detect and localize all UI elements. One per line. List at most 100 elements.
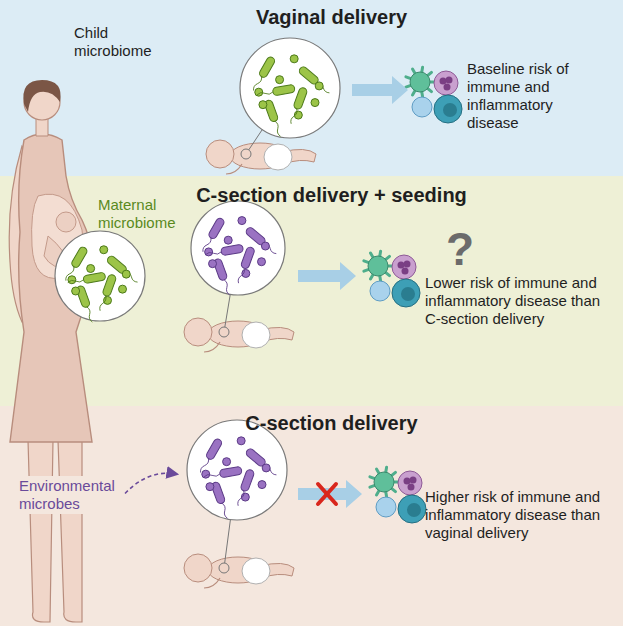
shape — [444, 84, 451, 91]
sample-spot — [219, 563, 229, 573]
shape — [242, 322, 270, 348]
shape — [370, 467, 399, 497]
band-heading: Vaginal delivery — [40, 6, 623, 29]
callout-label: Environmental microbes — [16, 476, 124, 514]
shape — [102, 274, 117, 297]
shape — [446, 77, 453, 84]
leader-line — [225, 520, 231, 563]
shape — [206, 140, 234, 168]
bacterium — [100, 246, 108, 254]
shape — [440, 78, 447, 85]
shape — [204, 578, 220, 588]
bacterium — [205, 244, 244, 258]
shape — [412, 97, 432, 117]
shape — [237, 268, 245, 284]
bacterium — [235, 246, 256, 284]
shape — [364, 251, 393, 281]
shape — [392, 279, 420, 307]
bacterium — [259, 101, 267, 109]
shape — [204, 342, 220, 352]
bacterium — [68, 276, 76, 284]
shape — [293, 87, 308, 110]
bacterium — [276, 76, 284, 84]
shape — [402, 268, 409, 275]
bacterium — [290, 55, 298, 63]
shape — [392, 255, 416, 279]
shape — [406, 67, 435, 97]
shape — [272, 84, 295, 96]
risk-note: Higher risk of immune and inflammatory d… — [425, 488, 611, 542]
bacterium — [223, 458, 231, 466]
shape — [99, 295, 107, 311]
immune-cells — [406, 67, 462, 123]
shape — [70, 246, 88, 269]
shape — [258, 56, 276, 79]
shape — [290, 108, 298, 124]
callout-label: Maternal microbiome — [98, 196, 194, 232]
leader-line — [225, 294, 230, 327]
shape — [184, 554, 212, 582]
shape — [274, 121, 282, 137]
bacterium — [87, 265, 95, 273]
microbiome-circle — [55, 231, 145, 321]
bacterium — [258, 481, 266, 489]
bacterium — [104, 296, 112, 304]
bacterium — [119, 285, 127, 293]
bacterium — [122, 270, 130, 278]
leader-line — [249, 130, 262, 150]
callout-label: Child microbiome — [74, 24, 170, 60]
shape — [219, 466, 242, 478]
shape — [226, 164, 242, 174]
shape — [434, 95, 462, 123]
shape — [404, 478, 411, 485]
sample-spot — [241, 149, 251, 159]
arrow — [298, 480, 362, 508]
risk-note: Baseline risk of immune and inflammatory… — [467, 60, 607, 132]
shape — [205, 438, 223, 461]
shape — [434, 71, 458, 95]
microbiome-circle — [191, 201, 285, 295]
bacterium — [315, 82, 323, 90]
arrow — [298, 262, 356, 290]
bacterium — [206, 483, 214, 491]
shape — [221, 503, 229, 519]
bacterium — [238, 217, 246, 225]
bacterium — [67, 272, 106, 286]
shape — [401, 287, 415, 301]
shape — [221, 244, 244, 256]
bacterium — [256, 84, 295, 98]
shape — [184, 318, 212, 346]
shape — [240, 246, 255, 269]
shape — [410, 477, 417, 484]
arrow — [352, 76, 408, 104]
infant — [184, 318, 294, 352]
shape — [240, 469, 255, 492]
shape — [257, 91, 273, 97]
question-mark: ? — [446, 222, 486, 276]
risk-note: Lower risk of immune and inflammatory di… — [425, 274, 611, 328]
dashed-arrow — [112, 473, 176, 510]
bacterium — [197, 438, 223, 475]
bacterium — [203, 466, 242, 480]
shape — [223, 279, 231, 295]
bacterium — [224, 236, 232, 244]
bacterium — [311, 99, 319, 107]
shape — [443, 103, 457, 117]
bacterium — [242, 269, 250, 277]
bacterium — [262, 464, 270, 472]
bacterium — [199, 217, 225, 254]
bacterium — [209, 260, 217, 268]
shape — [407, 503, 421, 517]
sample-spot — [219, 327, 229, 337]
shape — [370, 281, 390, 301]
microbiome-circle — [187, 420, 287, 520]
shape — [68, 278, 84, 284]
bacterium — [258, 258, 266, 266]
bacterium — [237, 437, 245, 445]
band-heading: C-section delivery — [40, 412, 623, 435]
mother-figure — [9, 80, 93, 622]
shape — [242, 558, 270, 584]
shape — [207, 217, 225, 240]
shape — [85, 306, 93, 322]
microbiome-circle — [240, 38, 340, 138]
